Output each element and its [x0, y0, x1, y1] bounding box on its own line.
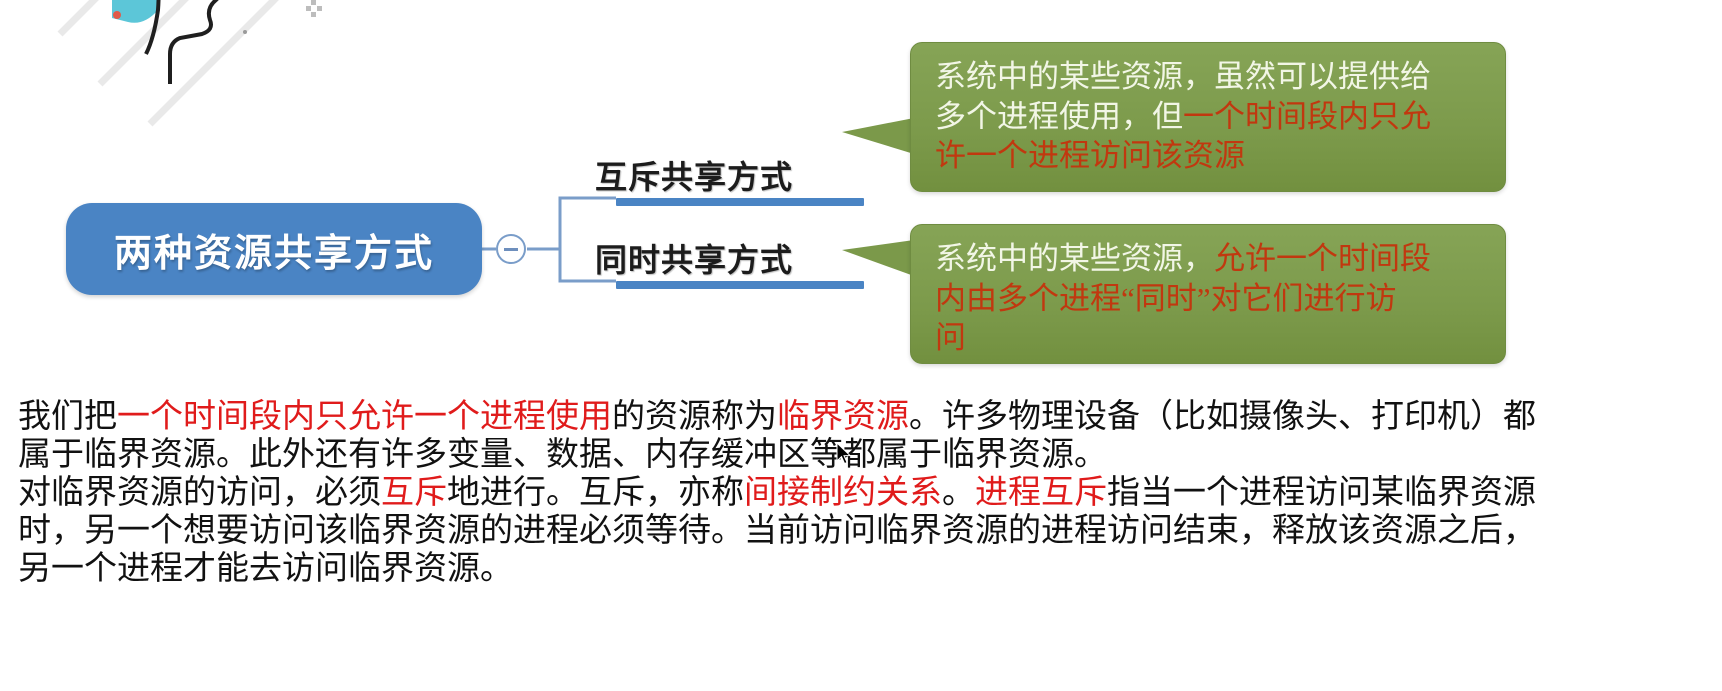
body-text-run: 。许多物理设备（比如摄像头、打印机）都 — [909, 399, 1536, 435]
callout-tail-1 — [842, 240, 914, 276]
body-line: 另一个进程才能去访问临界资源。 — [18, 550, 1718, 588]
body-text-run: 另一个进程才能去访问临界资源。 — [18, 551, 513, 587]
body-line: 我们把一个时间段内只允许一个进程使用的资源称为临界资源。许多物理设备（比如摄像头… — [18, 398, 1718, 436]
body-highlight-text: 间接制约关系 — [744, 475, 942, 511]
body-text-run: 时，另一个想要访问该临界资源的进程必须等待。当前访问临界资源的进程访问结束，释放… — [18, 513, 1536, 549]
callout-bubble-1: 系统中的某些资源，允许一个时间段内由多个进程“同时”对它们进行访问 — [910, 224, 1506, 364]
head-profile-illustration — [57, 0, 322, 127]
body-highlight-text: 临界资源 — [777, 399, 909, 435]
collapse-minus-icon[interactable] — [496, 234, 526, 264]
callout-tail-0 — [842, 118, 914, 154]
callout-line: 内由多个进程“同时”对它们进行访 — [935, 279, 1485, 319]
mindmap-branch-underline-1 — [616, 281, 864, 289]
body-highlight-text: 互斥 — [381, 475, 447, 511]
callout-text: 系统中的某些资源， — [935, 241, 1214, 276]
mindmap-branch-label-1: 同时共享方式 — [595, 241, 794, 279]
callout-text: 系统中的某些资源，虽然可以提供给 — [935, 59, 1431, 94]
callout-highlight-text: 一个时间段内只允 — [1183, 98, 1431, 134]
callout-line: 系统中的某些资源，允许一个时间段 — [935, 239, 1485, 279]
callout-bubble-0: 系统中的某些资源，虽然可以提供给多个进程使用，但一个时间段内只允许一个进程访问该… — [910, 42, 1506, 192]
mindmap-branch-underline-0 — [616, 198, 864, 206]
callout-highlight-text: 内由多个进程“同时”对它们进行访 — [935, 280, 1397, 316]
body-paragraphs: 我们把一个时间段内只允许一个进程使用的资源称为临界资源。许多物理设备（比如摄像头… — [18, 398, 1718, 588]
callout-highlight-text: 问 — [935, 320, 966, 356]
body-text-run: 的资源称为 — [612, 399, 777, 435]
body-text-run: 地进行。互斥，亦称 — [447, 475, 744, 511]
body-text-run: 对临界资源的访问，必须 — [18, 475, 381, 511]
body-text-run: 属于临界资源。此外还有许多变量、数据、内存缓冲区等都属于临界资源。 — [18, 437, 1107, 473]
body-text-run: 指当一个进程访问某临界资源 — [1107, 475, 1536, 511]
mouse-pointer-icon — [836, 442, 852, 465]
body-line: 属于临界资源。此外还有许多变量、数据、内存缓冲区等都属于临界资源。 — [18, 436, 1718, 474]
callout-highlight-text: 许一个进程访问该资源 — [935, 138, 1245, 174]
callout-line: 系统中的某些资源，虽然可以提供给 — [935, 57, 1485, 97]
body-text-run: 我们把 — [18, 399, 117, 435]
body-line: 对临界资源的访问，必须互斥地进行。互斥，亦称间接制约关系。进程互斥指当一个进程访… — [18, 474, 1718, 512]
slide-region: 两种资源共享方式 互斥共享方式 同时共享方式 系统中的某些资源，虽然可以提供给多… — [57, 0, 1506, 364]
callout-highlight-text: 允许一个时间段 — [1214, 241, 1431, 276]
body-text-run: 。 — [942, 475, 975, 511]
callout-line: 多个进程使用，但一个时间段内只允 — [935, 97, 1485, 137]
mindmap-root-label: 两种资源共享方式 — [113, 230, 434, 275]
mindmap-root-node[interactable]: 两种资源共享方式 — [66, 203, 482, 295]
body-highlight-text: 进程互斥 — [975, 475, 1107, 511]
callout-text: 多个进程使用，但 — [935, 98, 1183, 134]
mindmap-branch-label-0: 互斥共享方式 — [595, 158, 794, 196]
callout-line: 许一个进程访问该资源 — [935, 136, 1485, 176]
body-highlight-text: 一个时间段内只允许一个进程使用 — [117, 399, 612, 435]
body-line: 时，另一个想要访问该临界资源的进程必须等待。当前访问临界资源的进程访问结束，释放… — [18, 512, 1718, 550]
callout-line: 问 — [935, 318, 1485, 358]
